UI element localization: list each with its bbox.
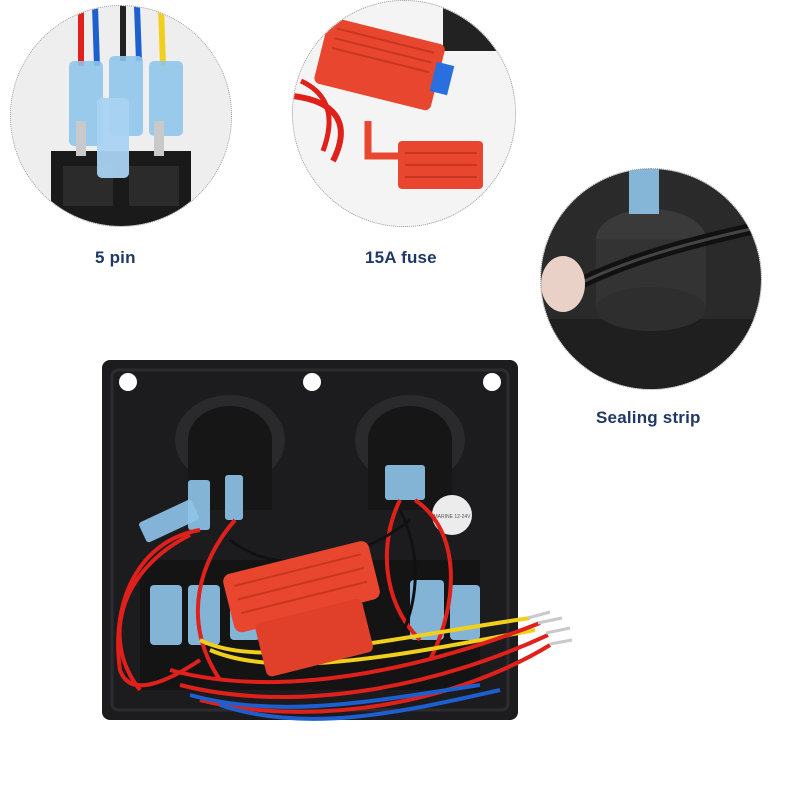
- pin-label: 5 pin: [95, 248, 136, 267]
- mount-hole: [483, 373, 501, 391]
- sealing-strip-icon: [541, 169, 761, 389]
- mount-hole: [119, 373, 137, 391]
- mount-hole: [303, 373, 321, 391]
- seal-closeup-circle: [540, 168, 762, 390]
- pin-connector-icon: [11, 6, 231, 226]
- seal-label: Sealing strip: [596, 408, 701, 427]
- fuse-closeup-circle: [292, 0, 516, 227]
- pin-closeup-circle: [10, 5, 232, 227]
- switch-panel-photo: MARINE 12-24V: [80, 340, 600, 780]
- sticker-text: MARINE 12-24V: [434, 514, 472, 520]
- fuse-holder-icon: [293, 1, 515, 226]
- fuse-label: 15A fuse: [365, 248, 437, 267]
- switch-panel-rear-icon: MARINE 12-24V: [102, 360, 573, 721]
